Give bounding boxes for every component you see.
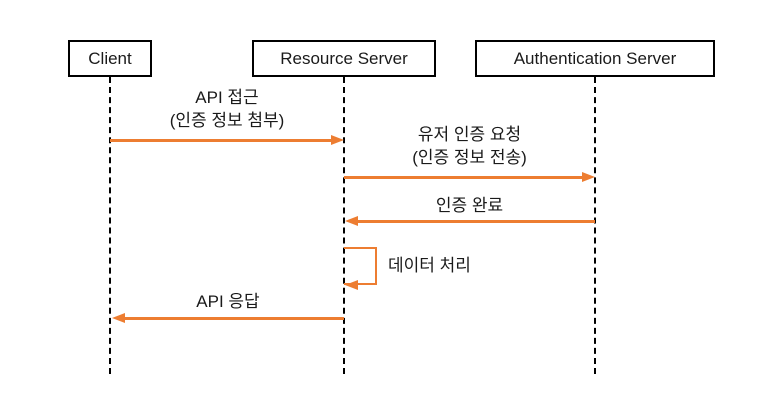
message-label-line: API 응답 [196, 292, 260, 311]
arrowhead-left-icon [112, 313, 125, 323]
message-label-api-response: API 응답 [112, 290, 344, 313]
message-label-line: 인증 완료 [435, 196, 504, 215]
arrowhead-left-icon [345, 216, 358, 226]
arrowhead-right-icon [582, 172, 595, 182]
actor-box-client: Client [68, 40, 152, 77]
arrow-resource-to-client [123, 317, 344, 320]
lifeline-resource-server [343, 77, 345, 374]
message-label-line: (인증 정보 첨부) [169, 111, 285, 130]
message-label-user-auth-request: 유저 인증 요청 (인증 정보 전송) [344, 123, 595, 169]
arrow-auth-to-resource [356, 220, 595, 223]
actor-label-resource-server: Resource Server [280, 48, 408, 68]
message-label-line: API 접근 [195, 88, 259, 107]
arrowhead-right-icon [331, 135, 344, 145]
message-label-api-access: API 접근 (인증 정보 첨부) [110, 86, 344, 132]
message-label-line: 유저 인증 요청 [417, 125, 522, 144]
actor-label-client: Client [88, 48, 132, 68]
actor-label-authentication-server: Authentication Server [513, 48, 677, 68]
lifeline-authentication-server [594, 77, 596, 374]
message-label-line: (인증 정보 전송) [412, 148, 527, 167]
arrow-client-to-resource [110, 139, 333, 142]
self-loop-resource-server [344, 247, 377, 285]
message-label-line: 데이터 처리 [388, 256, 471, 275]
lifeline-client [109, 77, 111, 374]
actor-box-resource-server: Resource Server [252, 40, 436, 77]
arrowhead-left-icon [345, 280, 358, 290]
message-label-data-processing: 데이터 처리 [388, 254, 471, 277]
arrow-resource-to-auth [344, 176, 584, 179]
message-label-auth-complete: 인증 완료 [344, 194, 595, 217]
actor-box-authentication-server: Authentication Server [475, 40, 715, 77]
